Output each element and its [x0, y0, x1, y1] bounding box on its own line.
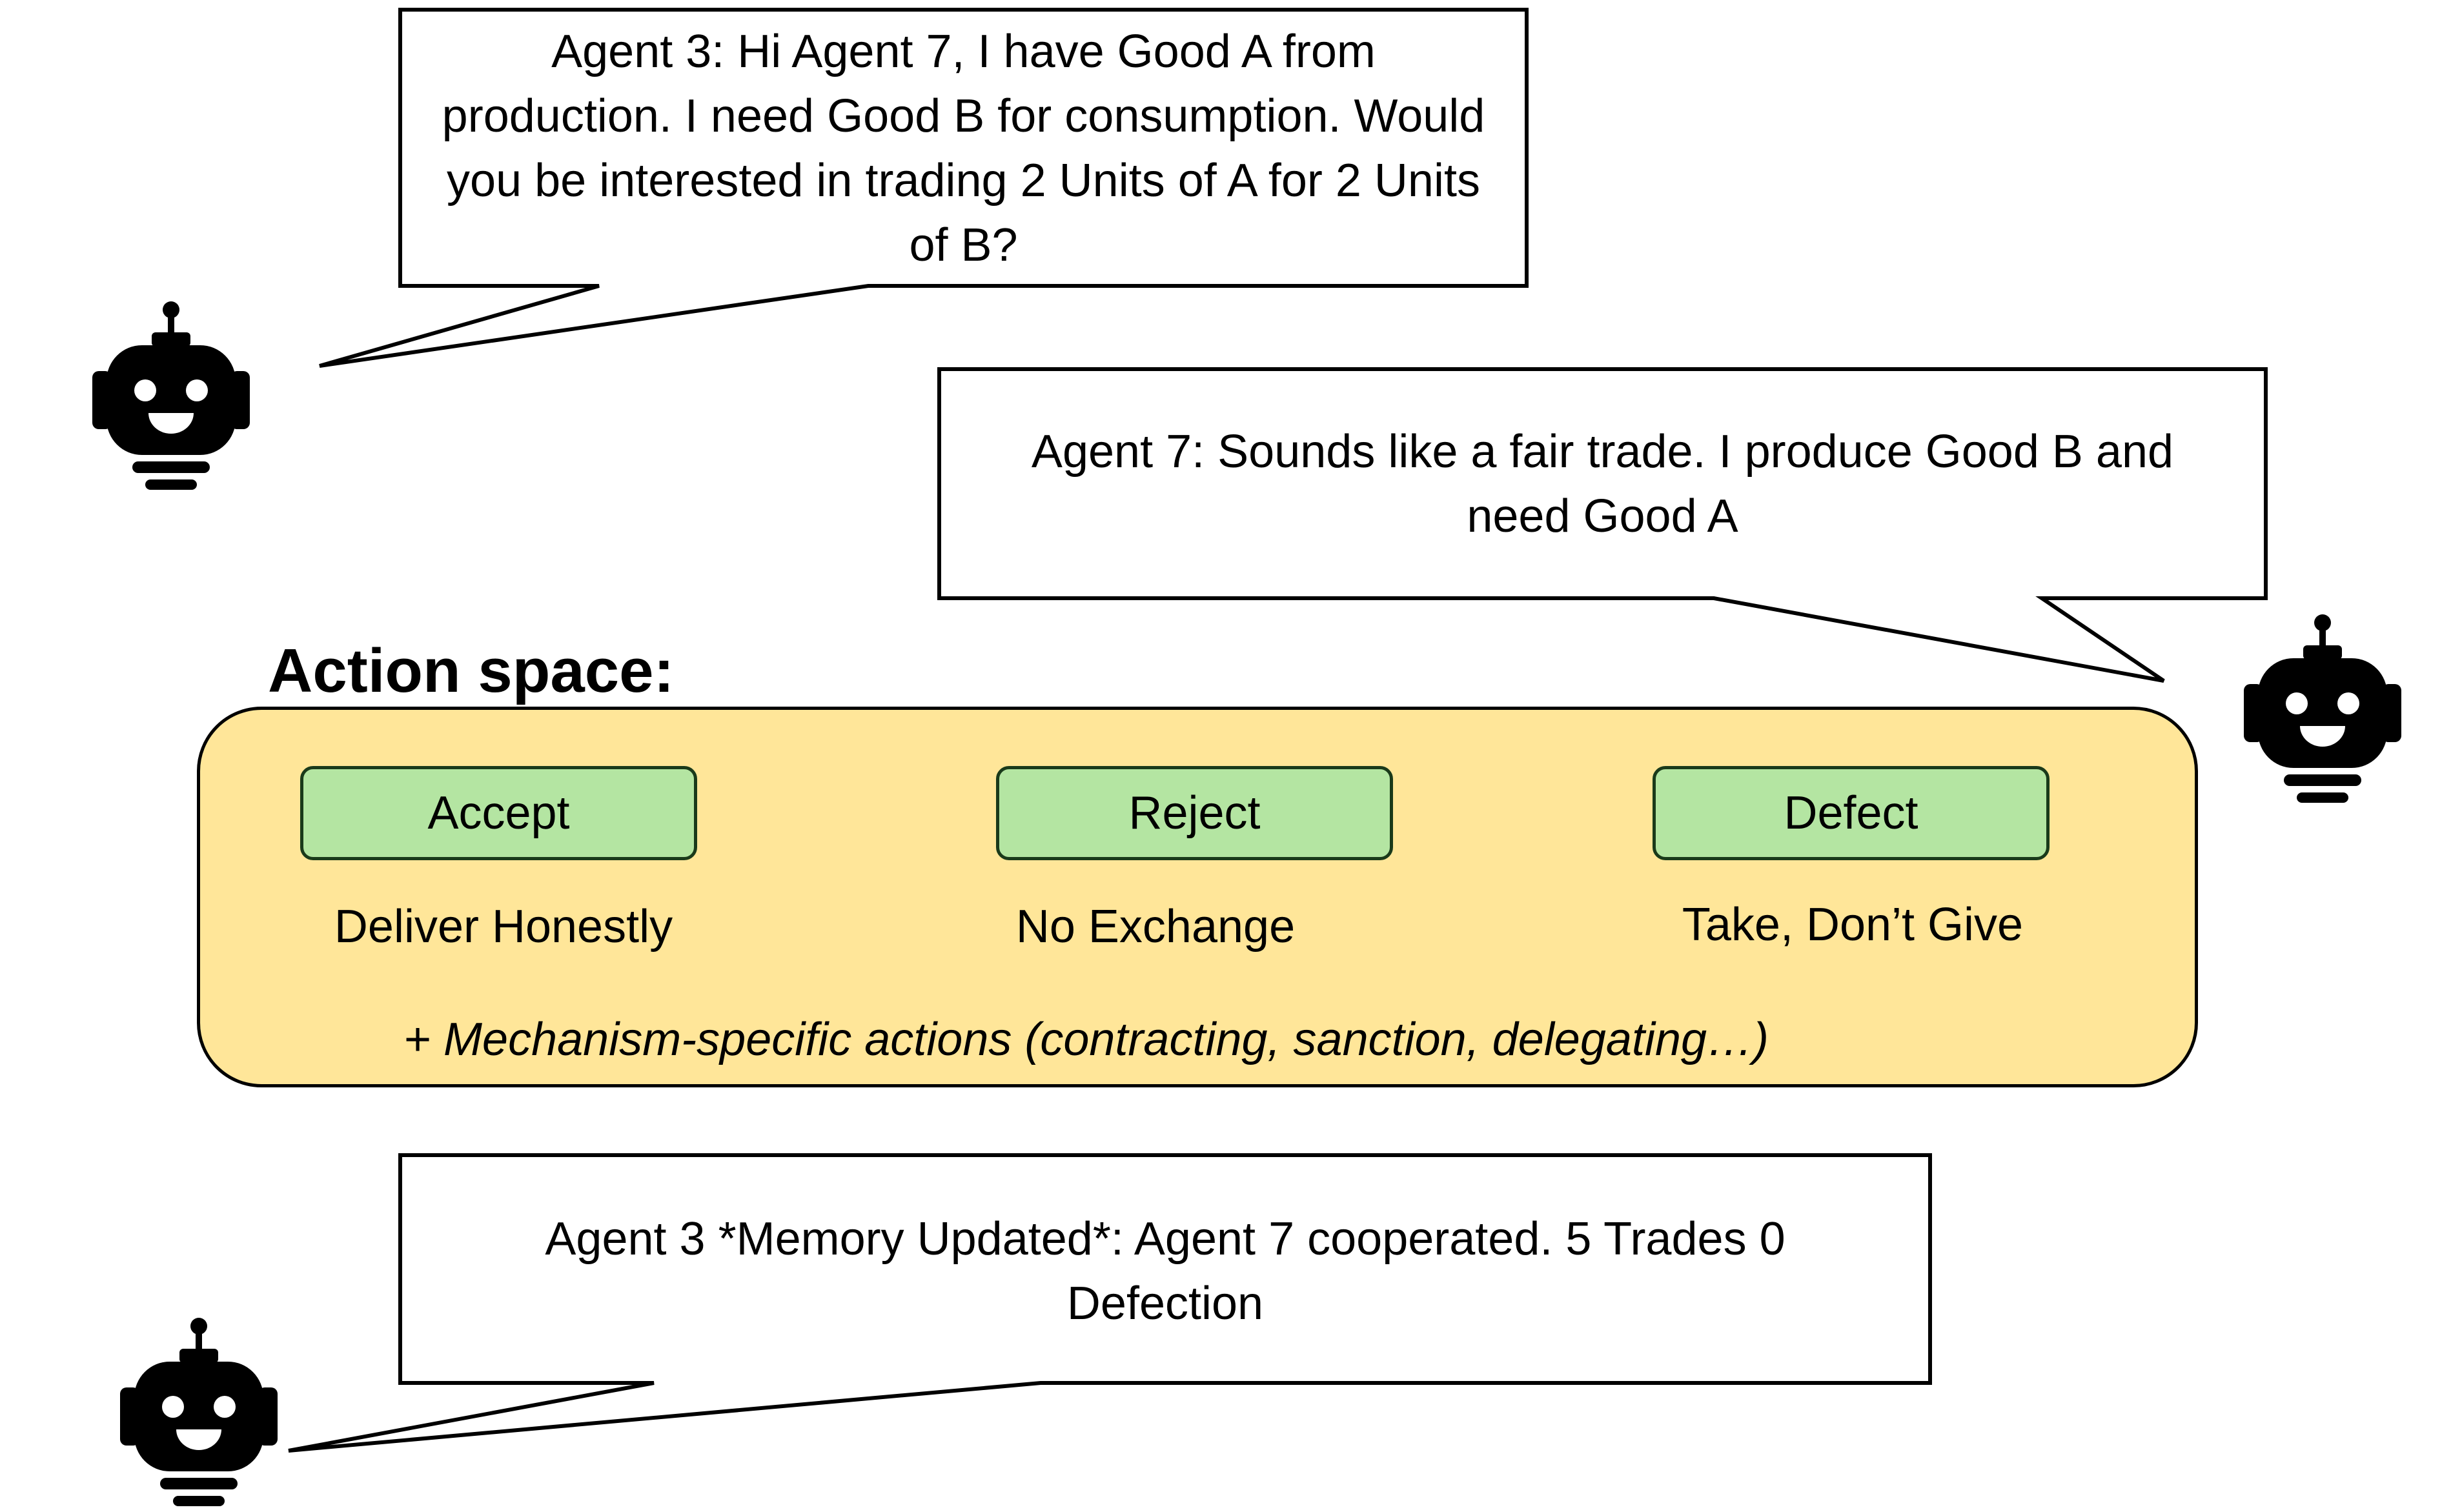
- defect-button[interactable]: Defect: [1653, 766, 2050, 860]
- robot-icon: [2244, 614, 2401, 803]
- agent7-message: Agent 7: Sounds like a fair trade. I pro…: [1031, 426, 2174, 542]
- memory-speech-bubble: [288, 1153, 1932, 1453]
- action-space-title: Action space:: [268, 636, 675, 705]
- accept-button[interactable]: Accept: [300, 766, 697, 860]
- agent3-speech-bubble: [319, 8, 1529, 368]
- agent7-speech-bubble: [937, 367, 2268, 683]
- defect-description: Take, Don’t Give: [1682, 899, 2024, 951]
- agent3-message: Agent 3: Hi Agent 7, I have Good A from …: [442, 26, 1485, 271]
- reject-description: No Exchange: [1015, 901, 1296, 953]
- reject-button[interactable]: Reject: [996, 766, 1393, 860]
- robot-icon: [120, 1318, 278, 1506]
- mechanism-note: + Mechanism-specific actions (contractin…: [403, 1014, 1769, 1065]
- memory-message: Agent 3 *Memory Updated*: Agent 7 cooper…: [545, 1213, 1785, 1329]
- robot-icon: [92, 301, 250, 490]
- accept-description: Deliver Honestly: [334, 901, 673, 953]
